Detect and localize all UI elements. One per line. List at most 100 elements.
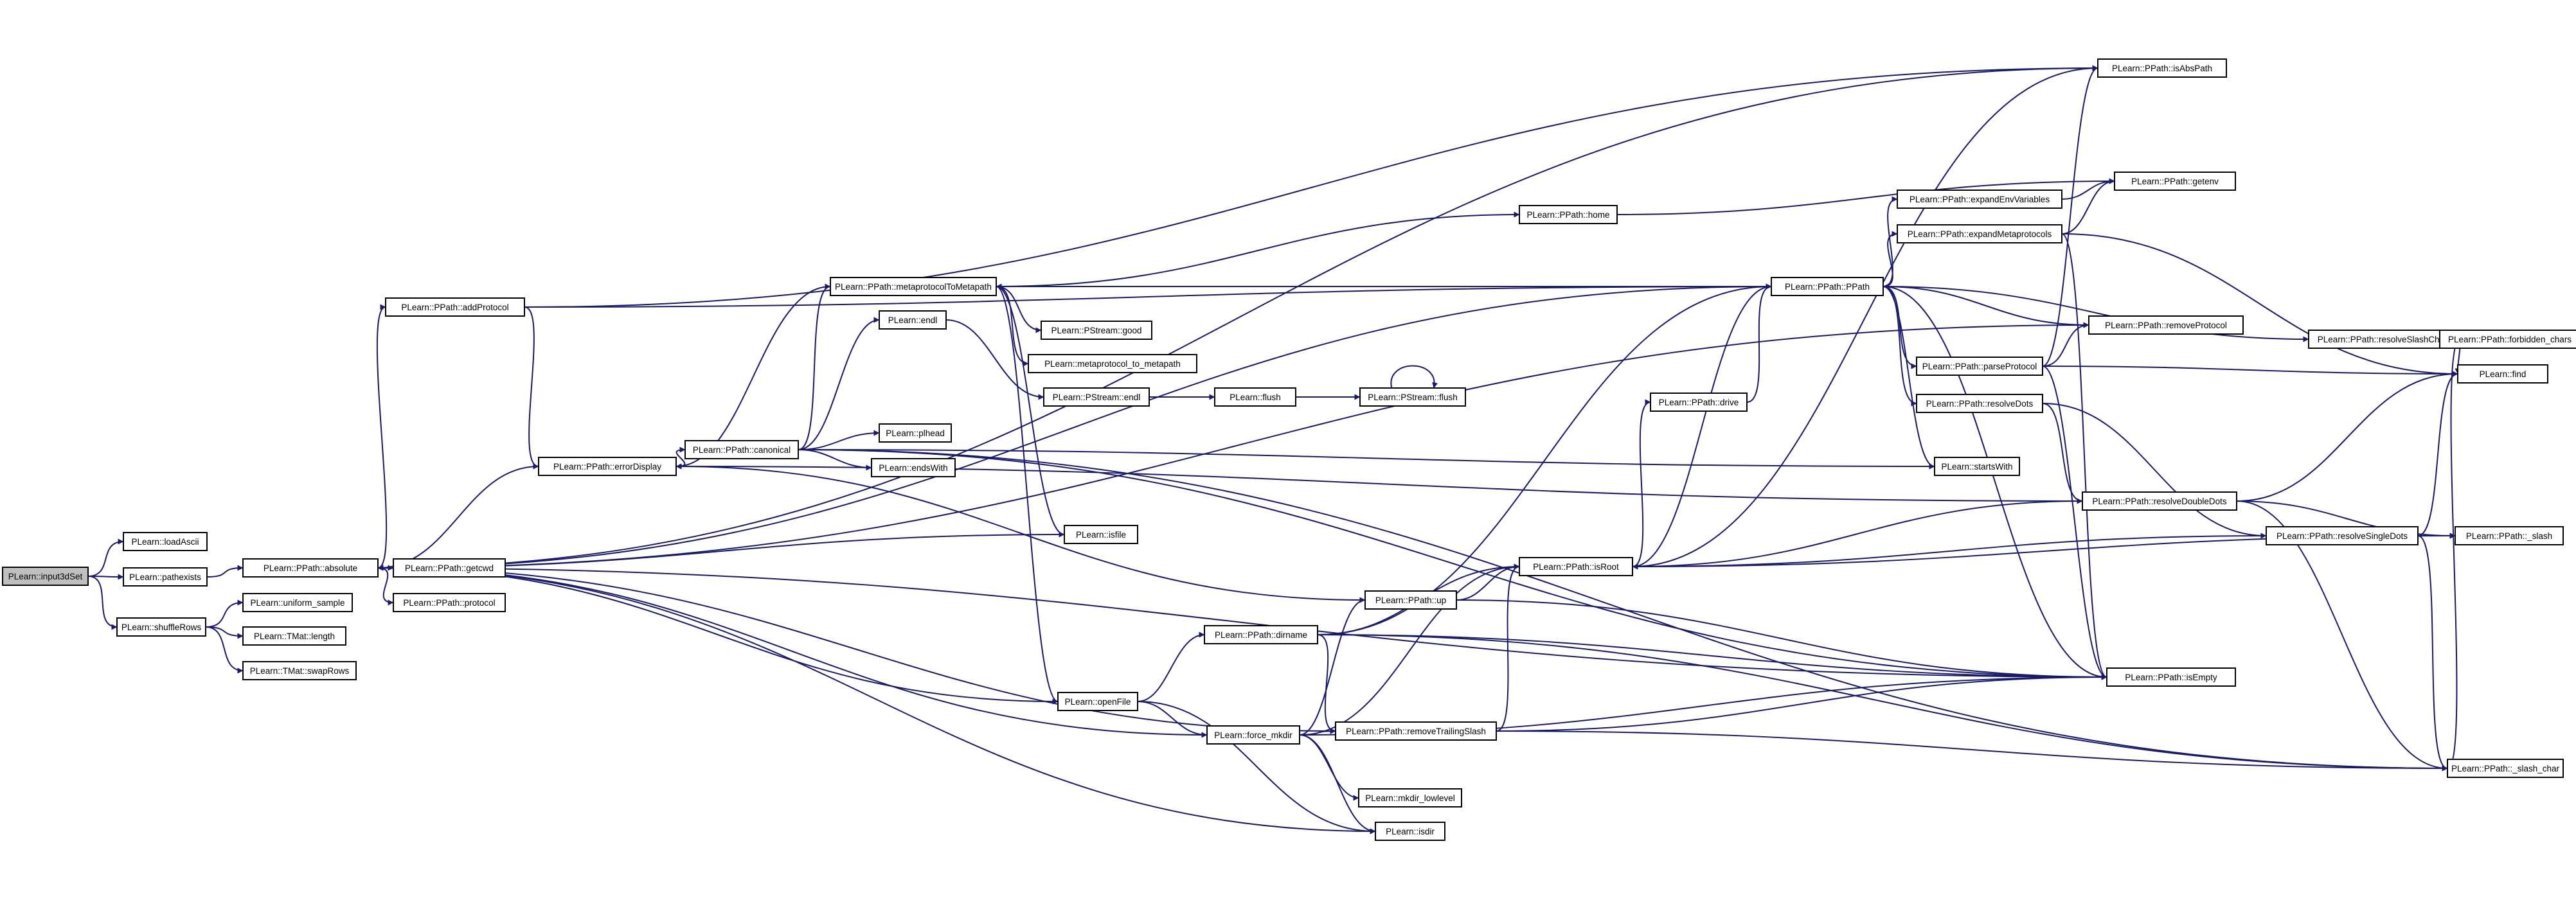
node-label-isabspath: PLearn::PPath::isAbsPath — [2112, 64, 2212, 73]
node-removeprotocol[interactable]: PLearn::PPath::removeProtocol — [2088, 315, 2244, 335]
node-openfile[interactable]: PLearn::openFile — [1057, 692, 1138, 711]
edge-absolute-to-ppath_ppath — [377, 283, 1772, 569]
node-parseprotocol[interactable]: PLearn::PPath::parseProtocol — [1916, 357, 2043, 376]
edge-shufflerows-to-tmat_swaprows — [205, 626, 244, 674]
node-box-errordisplay — [538, 457, 677, 476]
node-label-absolute: PLearn::PPath::absolute — [264, 563, 357, 573]
edge-canonical-to-plhead — [798, 430, 880, 450]
node-metaprotocol_to_metapath[interactable]: PLearn::metaprotocol_to_metapath — [1028, 354, 1197, 373]
edge-absolute-to-isabspath — [377, 65, 2098, 569]
edge-removeprotocol-to-ppath_ppath — [1883, 283, 2089, 326]
node-home[interactable]: PLearn::PPath::home — [1519, 205, 1618, 224]
edge-openfile-to-isdir — [1137, 701, 1376, 834]
node-flush[interactable]: PLearn::flush — [1214, 387, 1296, 407]
node-forbidden_chars[interactable]: PLearn::PPath::forbidden_chars — [2439, 330, 2576, 349]
edge-removetrailingslash-to-isroot — [1496, 563, 1520, 732]
node-label-home: PLearn::PPath::home — [1526, 210, 1609, 220]
edge-removetrailingslash-to-isempty — [1496, 674, 2107, 732]
node-isfile[interactable]: PLearn::isfile — [1064, 525, 1138, 544]
edge-ppath_ppath-to-resolveslashchars — [1883, 286, 2309, 342]
edge-force_mkdir-to-up — [1299, 597, 1366, 736]
node-box-getenv — [2114, 172, 2236, 191]
node-label-getenv: PLearn::PPath::getenv — [2131, 177, 2219, 186]
edge-resolvedoubledots-to-isroot — [1632, 500, 2083, 570]
node-pstream_good[interactable]: PLearn::PStream::good — [1041, 321, 1152, 340]
node-loadascii[interactable]: PLearn::loadAscii — [123, 532, 208, 551]
node-slash[interactable]: PLearn::PPath::_slash — [2455, 526, 2564, 545]
node-label-expandenvvariables: PLearn::PPath::expandEnvVariables — [1910, 195, 2050, 204]
node-getcwd[interactable]: PLearn::PPath::getcwd — [393, 558, 506, 578]
node-slash_char[interactable]: PLearn::PPath::_slash_char — [2447, 759, 2564, 778]
edge-parseprotocol-to-isabspath — [2042, 65, 2098, 367]
node-plhead[interactable]: PLearn::plhead — [879, 423, 952, 443]
node-label-isfile: PLearn::isfile — [1076, 530, 1126, 540]
edge-canonical-to-endl — [798, 317, 880, 450]
node-label-addprotocol: PLearn::PPath::addProtocol — [401, 303, 508, 312]
edge-openfile-to-force_mkdir — [1137, 701, 1208, 738]
edge-force_mkdir-to-isdir — [1299, 734, 1376, 834]
node-label-tmat_swaprows: PLearn::TMat::swapRows — [250, 666, 350, 676]
node-protocol[interactable]: PLearn::PPath::protocol — [393, 593, 506, 612]
node-box-isdir — [1375, 822, 1445, 841]
node-label-startswith: PLearn::startsWith — [1941, 462, 2012, 472]
node-resolveslashchars[interactable]: PLearn::PPath::resolveSlashChars — [2308, 330, 2461, 349]
node-find[interactable]: PLearn::find — [2457, 364, 2548, 384]
node-startswith[interactable]: PLearn::startsWith — [1934, 457, 2020, 476]
node-box-metaprotocoltometapath — [830, 277, 997, 296]
node-endswith[interactable]: PLearn::endsWith — [871, 458, 956, 477]
node-drive[interactable]: PLearn::PPath::drive — [1650, 393, 1748, 412]
node-canonical[interactable]: PLearn::PPath::canonical — [684, 440, 799, 459]
node-expandmetaprotocols[interactable]: PLearn::PPath::expandMetaprotocols — [1897, 224, 2062, 243]
node-label-pathexists: PLearn::pathexists — [129, 572, 201, 582]
edge-resolvesingledots-to-find — [2417, 371, 2458, 536]
node-force_mkdir[interactable]: PLearn::force_mkdir — [1206, 725, 1300, 745]
node-resolvesingledots[interactable]: PLearn::PPath::resolveSingleDots — [2266, 526, 2419, 545]
edge-addprotocol-to-ppath_ppath — [524, 283, 1772, 308]
node-resolvedots[interactable]: PLearn::PPath::resolveDots — [1916, 394, 2043, 413]
node-box-home — [1519, 205, 1618, 224]
node-pstream_endl[interactable]: PLearn::PStream::endl — [1043, 387, 1150, 407]
edge-resolvedoubledots-to-find — [2236, 371, 2458, 502]
node-box-input3dset — [2, 567, 89, 586]
node-label-errordisplay: PLearn::PPath::errorDisplay — [553, 462, 661, 472]
edge-ppath_ppath-to-parseprotocol — [1883, 286, 1917, 369]
node-label-removeprotocol: PLearn::PPath::removeProtocol — [2105, 321, 2227, 330]
node-removetrailingslash[interactable]: PLearn::PPath::removeTrailingSlash — [1335, 721, 1497, 741]
node-isempty[interactable]: PLearn::PPath::isEmpty — [2106, 667, 2236, 687]
node-tmat_length[interactable]: PLearn::TMat::length — [242, 626, 346, 646]
edge-isdir-to-absolute — [377, 565, 1376, 832]
node-box-removetrailingslash — [1335, 721, 1497, 741]
node-addprotocol[interactable]: PLearn::PPath::addProtocol — [385, 297, 525, 317]
node-pstream_flush[interactable]: PLearn::PStream::flush — [1359, 387, 1466, 407]
node-endl[interactable]: PLearn::endl — [879, 310, 947, 330]
node-pathexists[interactable]: PLearn::pathexists — [123, 567, 208, 587]
node-uniform_sample[interactable]: PLearn::uniform_sample — [242, 593, 353, 612]
edge-openfile-to-absolute — [377, 565, 1059, 702]
node-label-loadascii: PLearn::loadAscii — [131, 537, 199, 547]
edge-endl-to-pstream_endl — [945, 319, 1044, 400]
node-input3dset[interactable]: PLearn::input3dSet — [2, 567, 89, 586]
node-label-pstream_flush: PLearn::PStream::flush — [1368, 393, 1458, 402]
edge-home-to-getenv — [1616, 178, 2115, 215]
node-mkdir_lowlevel[interactable]: PLearn::mkdir_lowlevel — [1358, 788, 1462, 808]
edge-shufflerows-to-uniform_sample — [205, 599, 244, 628]
node-dirname[interactable]: PLearn::PPath::dirname — [1204, 625, 1318, 644]
node-shufflerows[interactable]: PLearn::shuffleRows — [116, 617, 206, 637]
node-errordisplay[interactable]: PLearn::PPath::errorDisplay — [538, 457, 677, 476]
node-isdir[interactable]: PLearn::isdir — [1375, 822, 1445, 841]
node-isroot[interactable]: PLearn::PPath::isRoot — [1519, 557, 1633, 576]
node-metaprotocoltometapath[interactable]: PLearn::PPath::metaprotocolToMetapath — [830, 277, 997, 296]
node-getenv[interactable]: PLearn::PPath::getenv — [2114, 172, 2236, 191]
node-up[interactable]: PLearn::PPath::up — [1364, 590, 1457, 610]
edge-ppath_ppath-to-expandmetaprotocols — [1883, 231, 1898, 287]
node-tmat_swaprows[interactable]: PLearn::TMat::swapRows — [242, 661, 357, 680]
node-absolute[interactable]: PLearn::PPath::absolute — [242, 558, 379, 578]
node-resolvedoubledots[interactable]: PLearn::PPath::resolveDoubleDots — [2082, 491, 2237, 511]
edge-metaprotocoltometapath-to-isfile — [996, 286, 1065, 538]
node-box-pathexists — [123, 567, 208, 587]
node-box-openfile — [1057, 692, 1138, 711]
edge-resolvesingledots-to-isroot — [1632, 535, 2267, 570]
node-expandenvvariables[interactable]: PLearn::PPath::expandEnvVariables — [1897, 190, 2062, 209]
node-isabspath[interactable]: PLearn::PPath::isAbsPath — [2097, 58, 2227, 78]
node-ppath_ppath[interactable]: PLearn::PPath::PPath — [1771, 277, 1884, 296]
